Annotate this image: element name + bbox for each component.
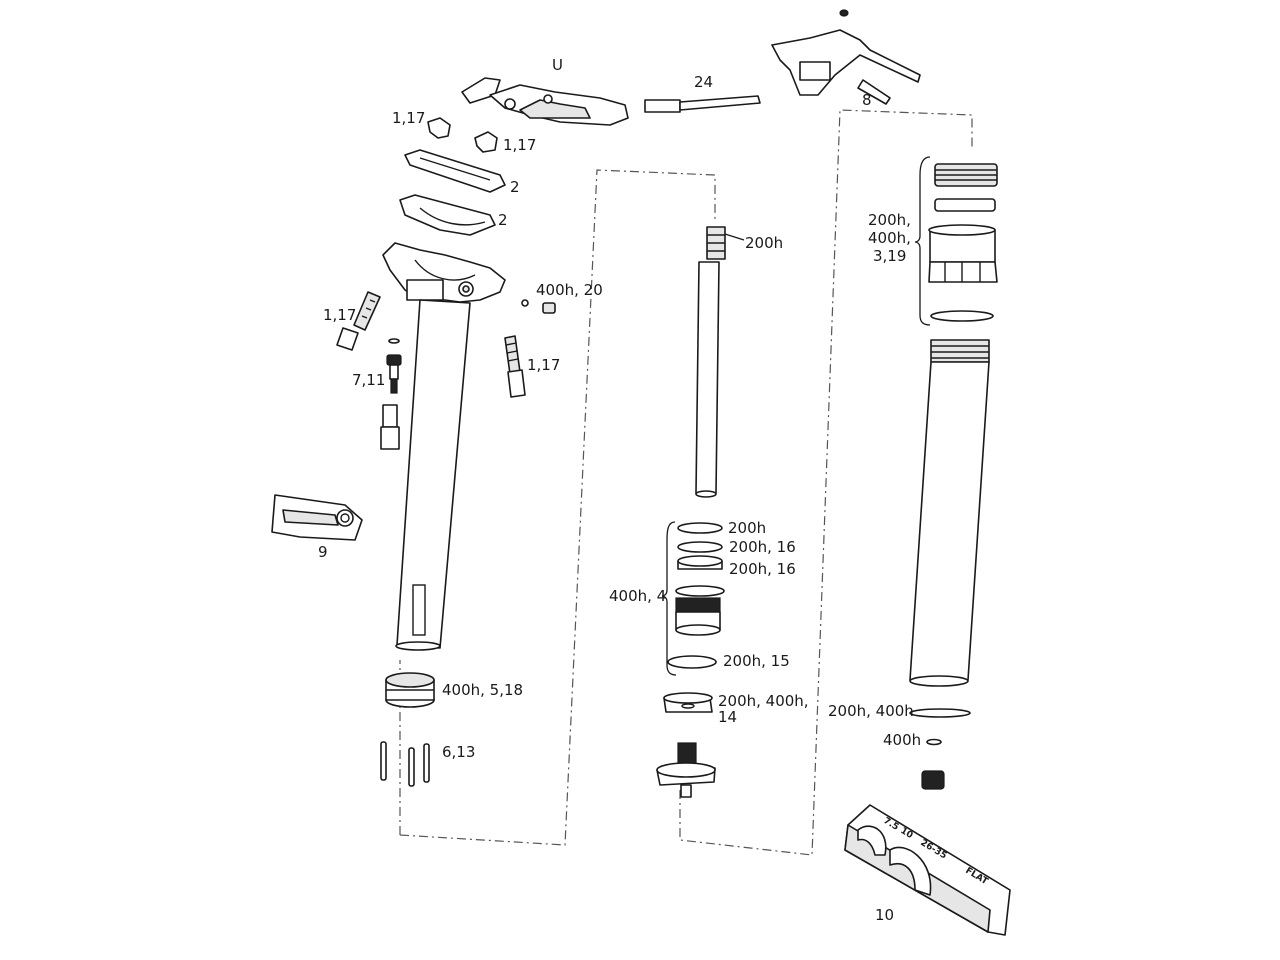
- callout-bushing: 400h, 5,18: [442, 681, 523, 699]
- collar-tool: [271, 494, 363, 541]
- vise-blocks: 7.5 10 26-35 FLAT: [844, 804, 1011, 936]
- o-ring-lower: [909, 708, 971, 718]
- remote-actuator: [771, 9, 921, 105]
- foot-nut: [656, 742, 716, 798]
- callout-cable-bolt: 24: [694, 73, 713, 91]
- bolt-left: [336, 291, 381, 351]
- callout-top-cap-2: 14: [718, 708, 737, 726]
- callout-collar-2: 400h,: [868, 229, 911, 247]
- callout-cradle-a: 1,17: [392, 109, 425, 127]
- callout-oring-lower: 200h, 400h: [828, 702, 914, 720]
- callout-collar-3: 3,19: [873, 247, 906, 265]
- callout-oring-small: 400h: [883, 731, 921, 749]
- callout-cradle-b: 1,17: [503, 136, 536, 154]
- callout-valve: 8: [862, 91, 872, 109]
- callout-piston-group: 400h, 4: [609, 587, 666, 605]
- callout-ring-b: 200h, 16: [729, 538, 796, 556]
- callout-clamp-top: 2: [510, 178, 520, 196]
- callout-bolt-right: 1,17: [527, 356, 560, 374]
- callout-seal-head: 400h, 20: [536, 281, 603, 299]
- bolt-right: [504, 335, 526, 398]
- callout-pins: 6,13: [442, 743, 475, 761]
- callout-ring-a: 200h: [728, 519, 766, 537]
- clamp-half-left: [427, 117, 451, 139]
- outer-tube: [909, 339, 990, 687]
- callout-air-valve: 7,11: [352, 371, 385, 389]
- remote-lever: [461, 77, 629, 126]
- collar-group: [928, 163, 998, 322]
- seatpost-head: [382, 242, 506, 303]
- callout-collar-1: 200h,: [868, 211, 911, 229]
- saddle-clamp-top: [404, 149, 506, 193]
- cartridge: [695, 226, 726, 498]
- callout-vise: 10: [875, 906, 894, 924]
- top-cap: [663, 692, 713, 713]
- callout-ring-d: 200h, 15: [723, 652, 790, 670]
- callout-collar-tool: 9: [318, 543, 328, 561]
- callout-bolt-left: 1,17: [323, 306, 356, 324]
- piston-rings: [667, 522, 725, 669]
- bushing: [385, 672, 435, 708]
- knurled-cap: [921, 770, 945, 790]
- callout-remote: U: [552, 56, 563, 74]
- callout-ring-c: 200h, 16: [729, 560, 796, 578]
- o-ring-small: [926, 738, 942, 746]
- cable-bolt: [644, 95, 761, 113]
- saddle-clamp-bottom: [399, 194, 496, 236]
- assembly-guide-lines: [399, 109, 973, 856]
- clamp-half-right: [474, 131, 498, 153]
- callout-top-cap: 200h, 400h,: [718, 692, 809, 710]
- seatpost-tube: [395, 299, 471, 651]
- pins: [380, 741, 430, 787]
- callout-cartridge: 200h: [745, 234, 783, 252]
- callout-clamp-bottom: 2: [498, 211, 508, 229]
- seal-head-parts: [521, 299, 556, 314]
- air-valve: [380, 338, 402, 450]
